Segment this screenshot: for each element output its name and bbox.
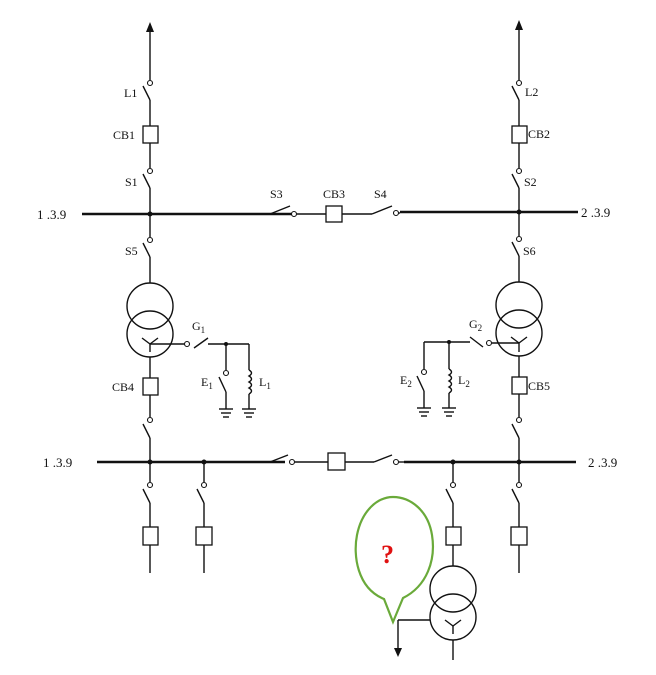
- bus-label-bottom-left: 1 .3.9: [43, 455, 72, 470]
- switch-s5: [142, 242, 151, 258]
- inductor-l2: [447, 368, 453, 394]
- bottom-bus-coupler: [269, 452, 404, 471]
- switch-g2: [469, 336, 484, 348]
- label-s6: S6: [523, 244, 536, 258]
- label-e2: E2: [400, 373, 412, 389]
- callout-bubble: [354, 495, 434, 625]
- breaker-cb3: [325, 205, 343, 223]
- left-transformer-bay: [126, 214, 256, 462]
- label-s2: S2: [524, 175, 537, 189]
- transformer-winding-hv: [495, 281, 543, 329]
- transformer-winding-hv: [126, 282, 174, 330]
- label-cb4: CB4: [112, 380, 134, 394]
- label-e1: E1: [201, 375, 213, 391]
- label-s3: S3: [270, 187, 283, 201]
- feeder-3: [394, 462, 477, 660]
- switch-l2: [511, 85, 520, 101]
- label-lc2: L2: [458, 373, 470, 389]
- switch-g1: [193, 337, 209, 349]
- label-g2: G2: [469, 317, 482, 333]
- switch-e2: [416, 375, 425, 392]
- callout-question-mark: ?: [381, 540, 394, 569]
- bus-label-top-right: 2 .3.9: [581, 205, 610, 220]
- right-transformer-bay: [416, 212, 543, 462]
- switch-coupler-left: [269, 454, 289, 463]
- label-l2: L2: [525, 85, 538, 99]
- switch-s3: [269, 205, 291, 215]
- feeder-2: [195, 462, 213, 573]
- breaker-cb2: [511, 125, 528, 144]
- label-cb2: CB2: [528, 127, 550, 141]
- switch-lower-right: [511, 423, 520, 439]
- left-line-bay: [142, 22, 159, 214]
- inductor-l1: [247, 369, 253, 395]
- breaker-cb5: [511, 376, 528, 395]
- switch-e1: [218, 376, 227, 393]
- breaker-coupler-bottom: [327, 452, 346, 471]
- label-lc1: L1: [259, 375, 271, 391]
- label-cb1: CB1: [113, 128, 135, 142]
- label-s4: S4: [374, 187, 387, 201]
- arrow-up-icon: [515, 20, 523, 30]
- label-l1: L1: [124, 86, 137, 100]
- switch-s6: [511, 241, 520, 257]
- arrow-down-icon: [394, 648, 402, 657]
- switch-l1: [142, 85, 151, 101]
- feeder-1: [142, 462, 159, 573]
- label-g1: G1: [192, 319, 205, 335]
- label-s1: S1: [125, 175, 138, 189]
- bus-label-top-left: 1 .3.9: [37, 207, 66, 222]
- breaker-cb1: [142, 125, 159, 144]
- right-line-bay: [511, 20, 528, 212]
- switch-coupler-right: [373, 454, 393, 463]
- feeder-4: [510, 462, 528, 573]
- transformer-winding-hv: [429, 565, 477, 613]
- switch-lower-left: [142, 423, 151, 439]
- bus-label-bottom-right: 2 .3.9: [588, 455, 617, 470]
- switch-s4: [371, 205, 393, 215]
- arrow-up-icon: [146, 22, 154, 32]
- switch-s1: [142, 173, 151, 189]
- label-s5: S5: [125, 244, 138, 258]
- label-cb3: CB3: [323, 187, 345, 201]
- breaker-cb4: [142, 377, 159, 396]
- top-bus-coupler: [269, 205, 400, 223]
- label-cb5: CB5: [528, 379, 550, 393]
- switch-s2: [511, 173, 520, 189]
